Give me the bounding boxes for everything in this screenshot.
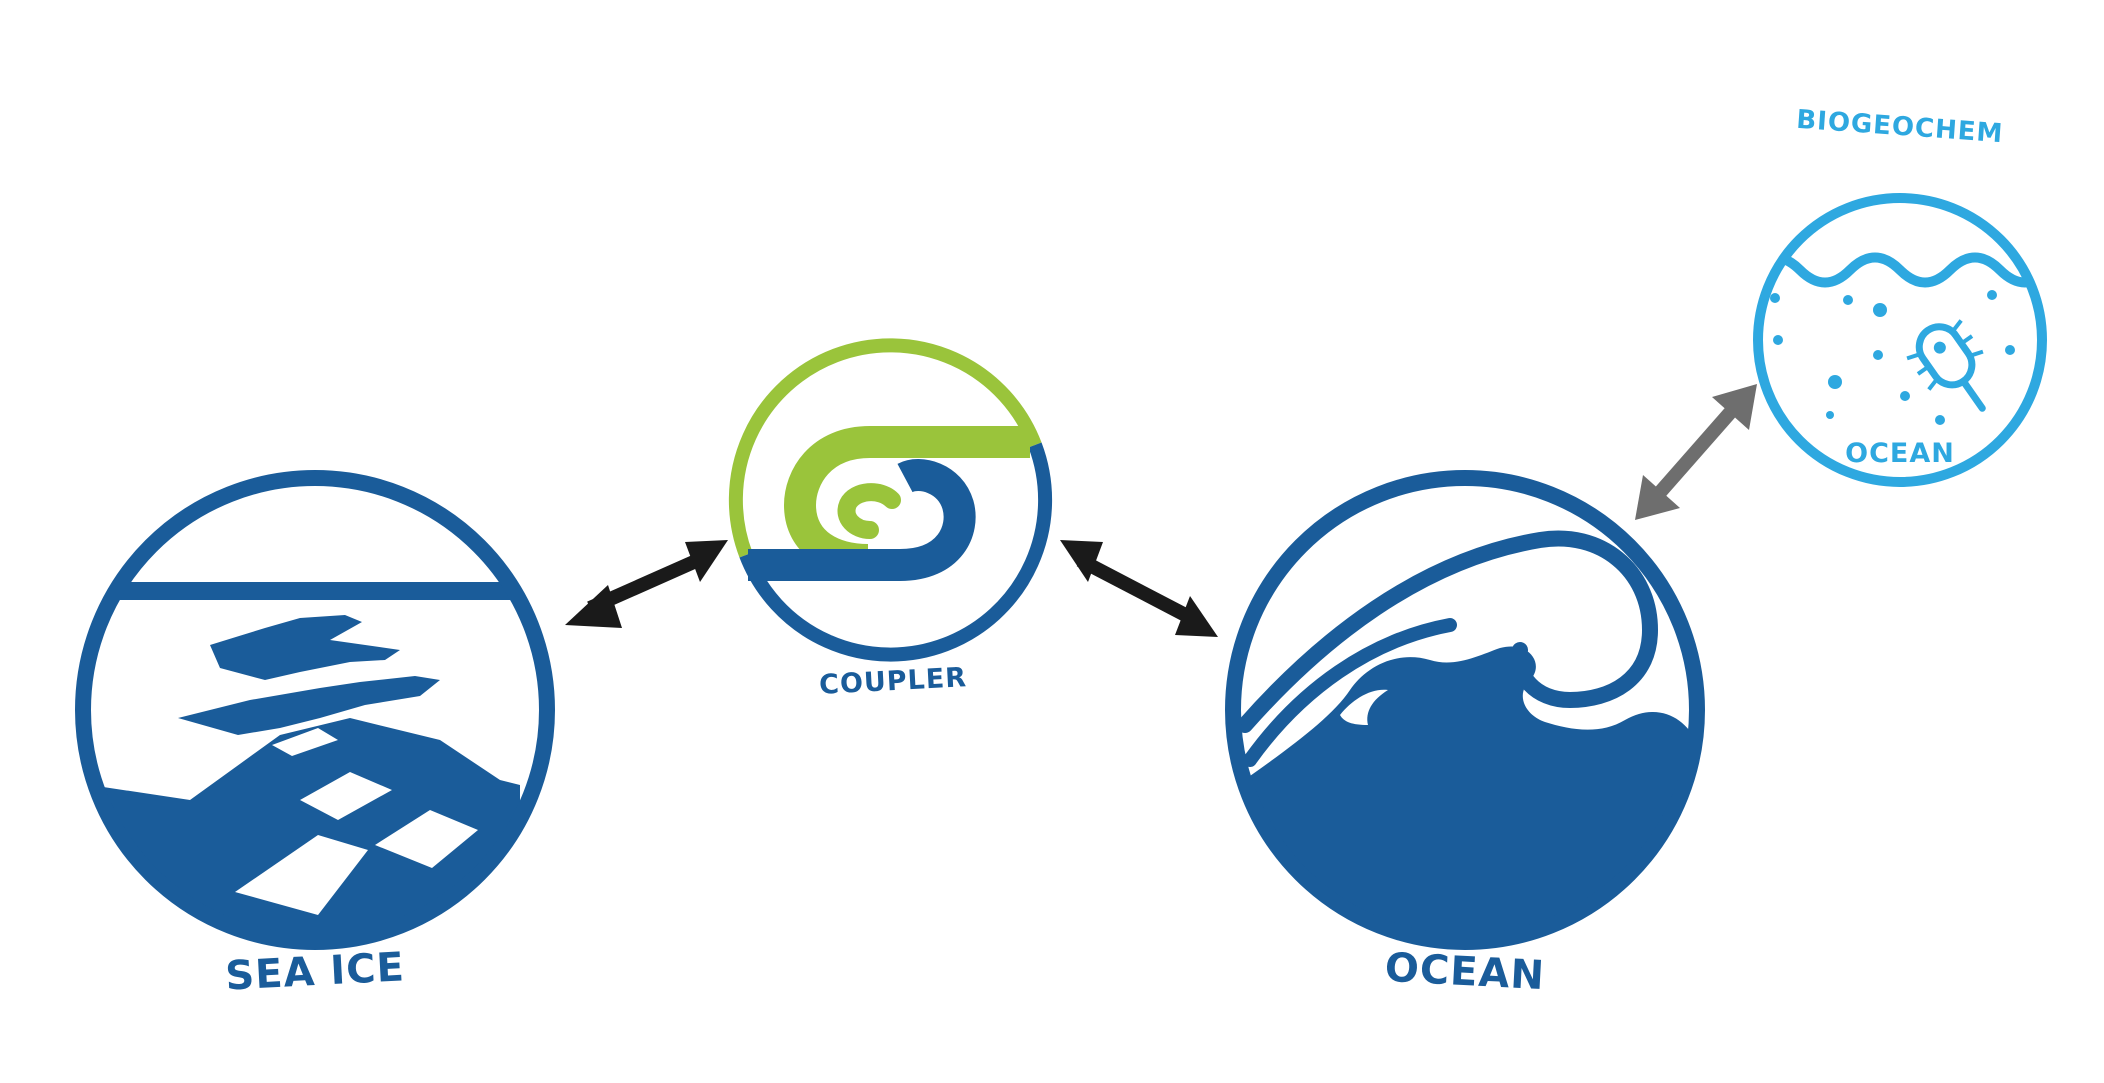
biogeochem-node: BIOGEOCHEM OCEAN bbox=[1753, 105, 2047, 487]
coupler-swirl-icon bbox=[748, 426, 1030, 581]
biogeochem-ring bbox=[1753, 193, 2047, 487]
coupler-ring-green bbox=[728, 338, 1042, 558]
biogeochem-top-label: BIOGEOCHEM bbox=[1795, 105, 2004, 149]
arrow-seaice-coupler bbox=[565, 540, 728, 628]
arrow-ocean-biogeochem bbox=[1635, 384, 1757, 520]
plankton-icon bbox=[1758, 252, 2042, 425]
biogeochem-bottom-label: OCEAN bbox=[1845, 438, 1955, 469]
ocean-wave-icon bbox=[1233, 530, 1697, 942]
ocean-ring bbox=[1225, 470, 1705, 950]
coupler-label: COUPLER bbox=[818, 662, 967, 701]
sea-ice-node: SEA ICE bbox=[75, 470, 555, 1000]
sea-ice-ring bbox=[75, 470, 555, 950]
ocean-node: OCEAN bbox=[1225, 470, 1705, 999]
sea-ice-label: SEA ICE bbox=[224, 944, 406, 999]
sea-ice-icon bbox=[83, 582, 547, 942]
ocean-label: OCEAN bbox=[1384, 945, 1546, 999]
coupler-ring-blue bbox=[739, 442, 1053, 662]
arrow-coupler-ocean bbox=[1060, 540, 1218, 637]
coupler-node: COUPLER bbox=[728, 338, 1053, 701]
